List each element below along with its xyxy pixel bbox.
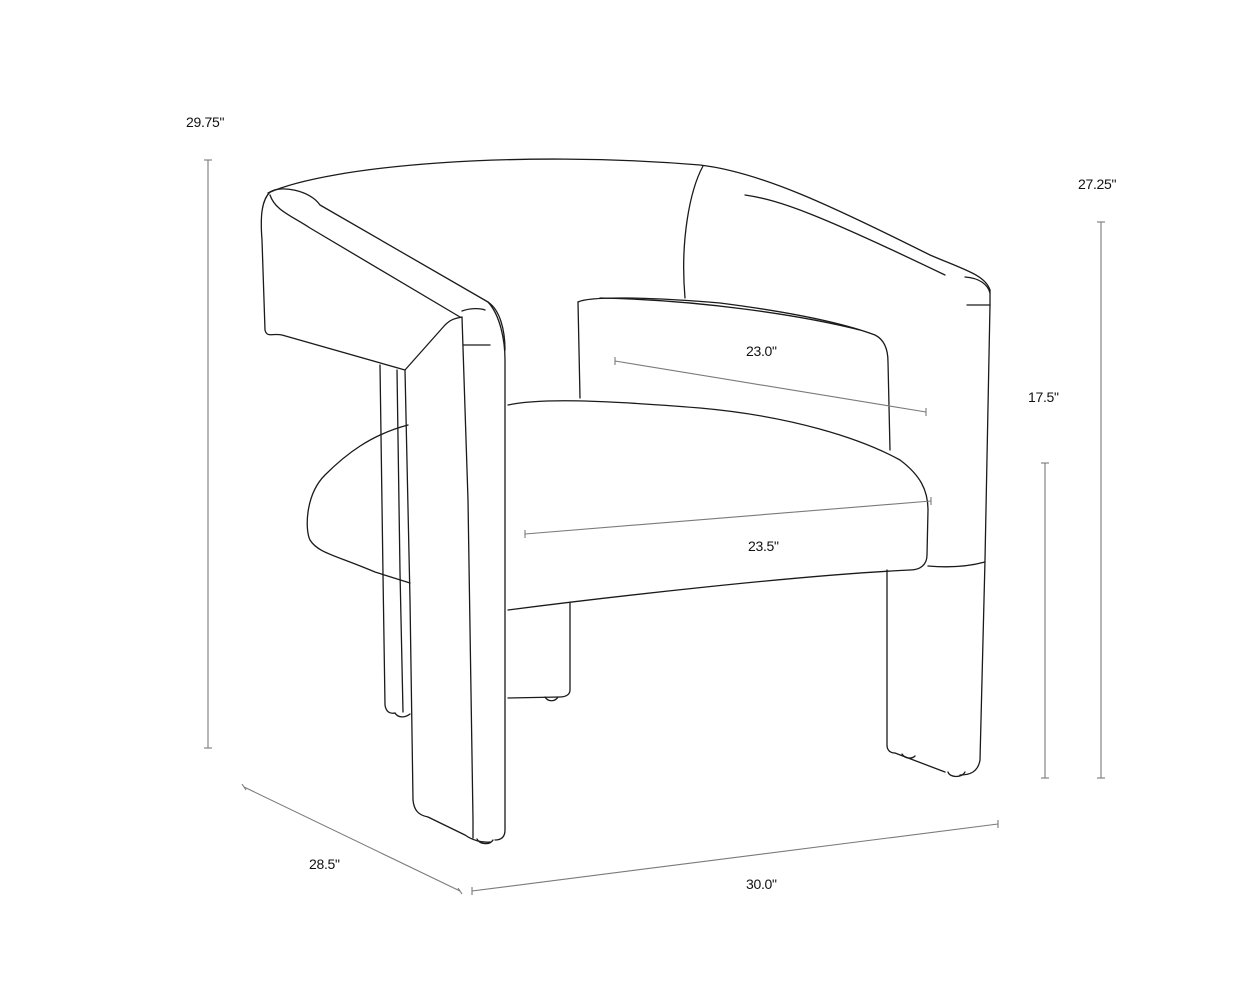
left-rear-leg-inner <box>396 369 404 713</box>
width-label: 30.0" <box>746 876 777 892</box>
depth-label: 28.5" <box>309 856 340 872</box>
left-arm-seam-a <box>461 307 486 312</box>
dim-arm-height-line <box>1097 221 1105 779</box>
right-front-feet <box>901 753 966 778</box>
seat-height-label: 17.5" <box>1028 389 1059 405</box>
right-front-leg-left <box>886 569 946 773</box>
left-front-post-right <box>487 301 506 841</box>
seat-rear-foot <box>544 696 559 702</box>
left-arm-inner-top <box>269 188 506 351</box>
left-arm-bevel <box>404 316 463 371</box>
backrest-seam <box>683 165 704 299</box>
back-cushion-left <box>577 301 581 399</box>
left-arm-diagonal-edge <box>269 194 461 318</box>
seat-cushion-top <box>507 400 929 571</box>
overall-height-label: 29.75" <box>186 114 225 130</box>
dim-depth-line <box>241 783 463 895</box>
left-front-post-inner <box>461 316 474 839</box>
dim-overall-height-line <box>204 159 212 749</box>
left-rear-leg-outer <box>379 364 396 714</box>
back-cushion-top <box>577 297 891 451</box>
dim-width-line <box>471 820 999 895</box>
dim-seat-width-line <box>524 497 932 538</box>
left-rear-foot <box>394 712 411 718</box>
left-front-foot <box>476 838 494 845</box>
seat-width-label: 23.5" <box>748 538 779 554</box>
back-width-label: 23.0" <box>746 343 777 359</box>
dim-seat-height-line <box>1041 462 1049 779</box>
seat-rear-support <box>507 602 571 699</box>
dim-back-width-line <box>614 357 927 416</box>
arm-height-label: 27.25" <box>1078 176 1117 192</box>
right-arm-outer-edge <box>959 289 991 776</box>
left-front-post-outer <box>404 369 491 843</box>
right-arm-top-curve <box>964 276 991 294</box>
seat-right-seam <box>927 561 986 568</box>
seat-cushion-front-bottom <box>507 569 911 611</box>
back-inner-line <box>744 194 946 276</box>
seat-left-wing <box>306 424 411 584</box>
back-cushion-top-inner <box>599 297 861 331</box>
left-arm-top <box>260 191 406 371</box>
backrest-top-edge <box>267 158 991 291</box>
